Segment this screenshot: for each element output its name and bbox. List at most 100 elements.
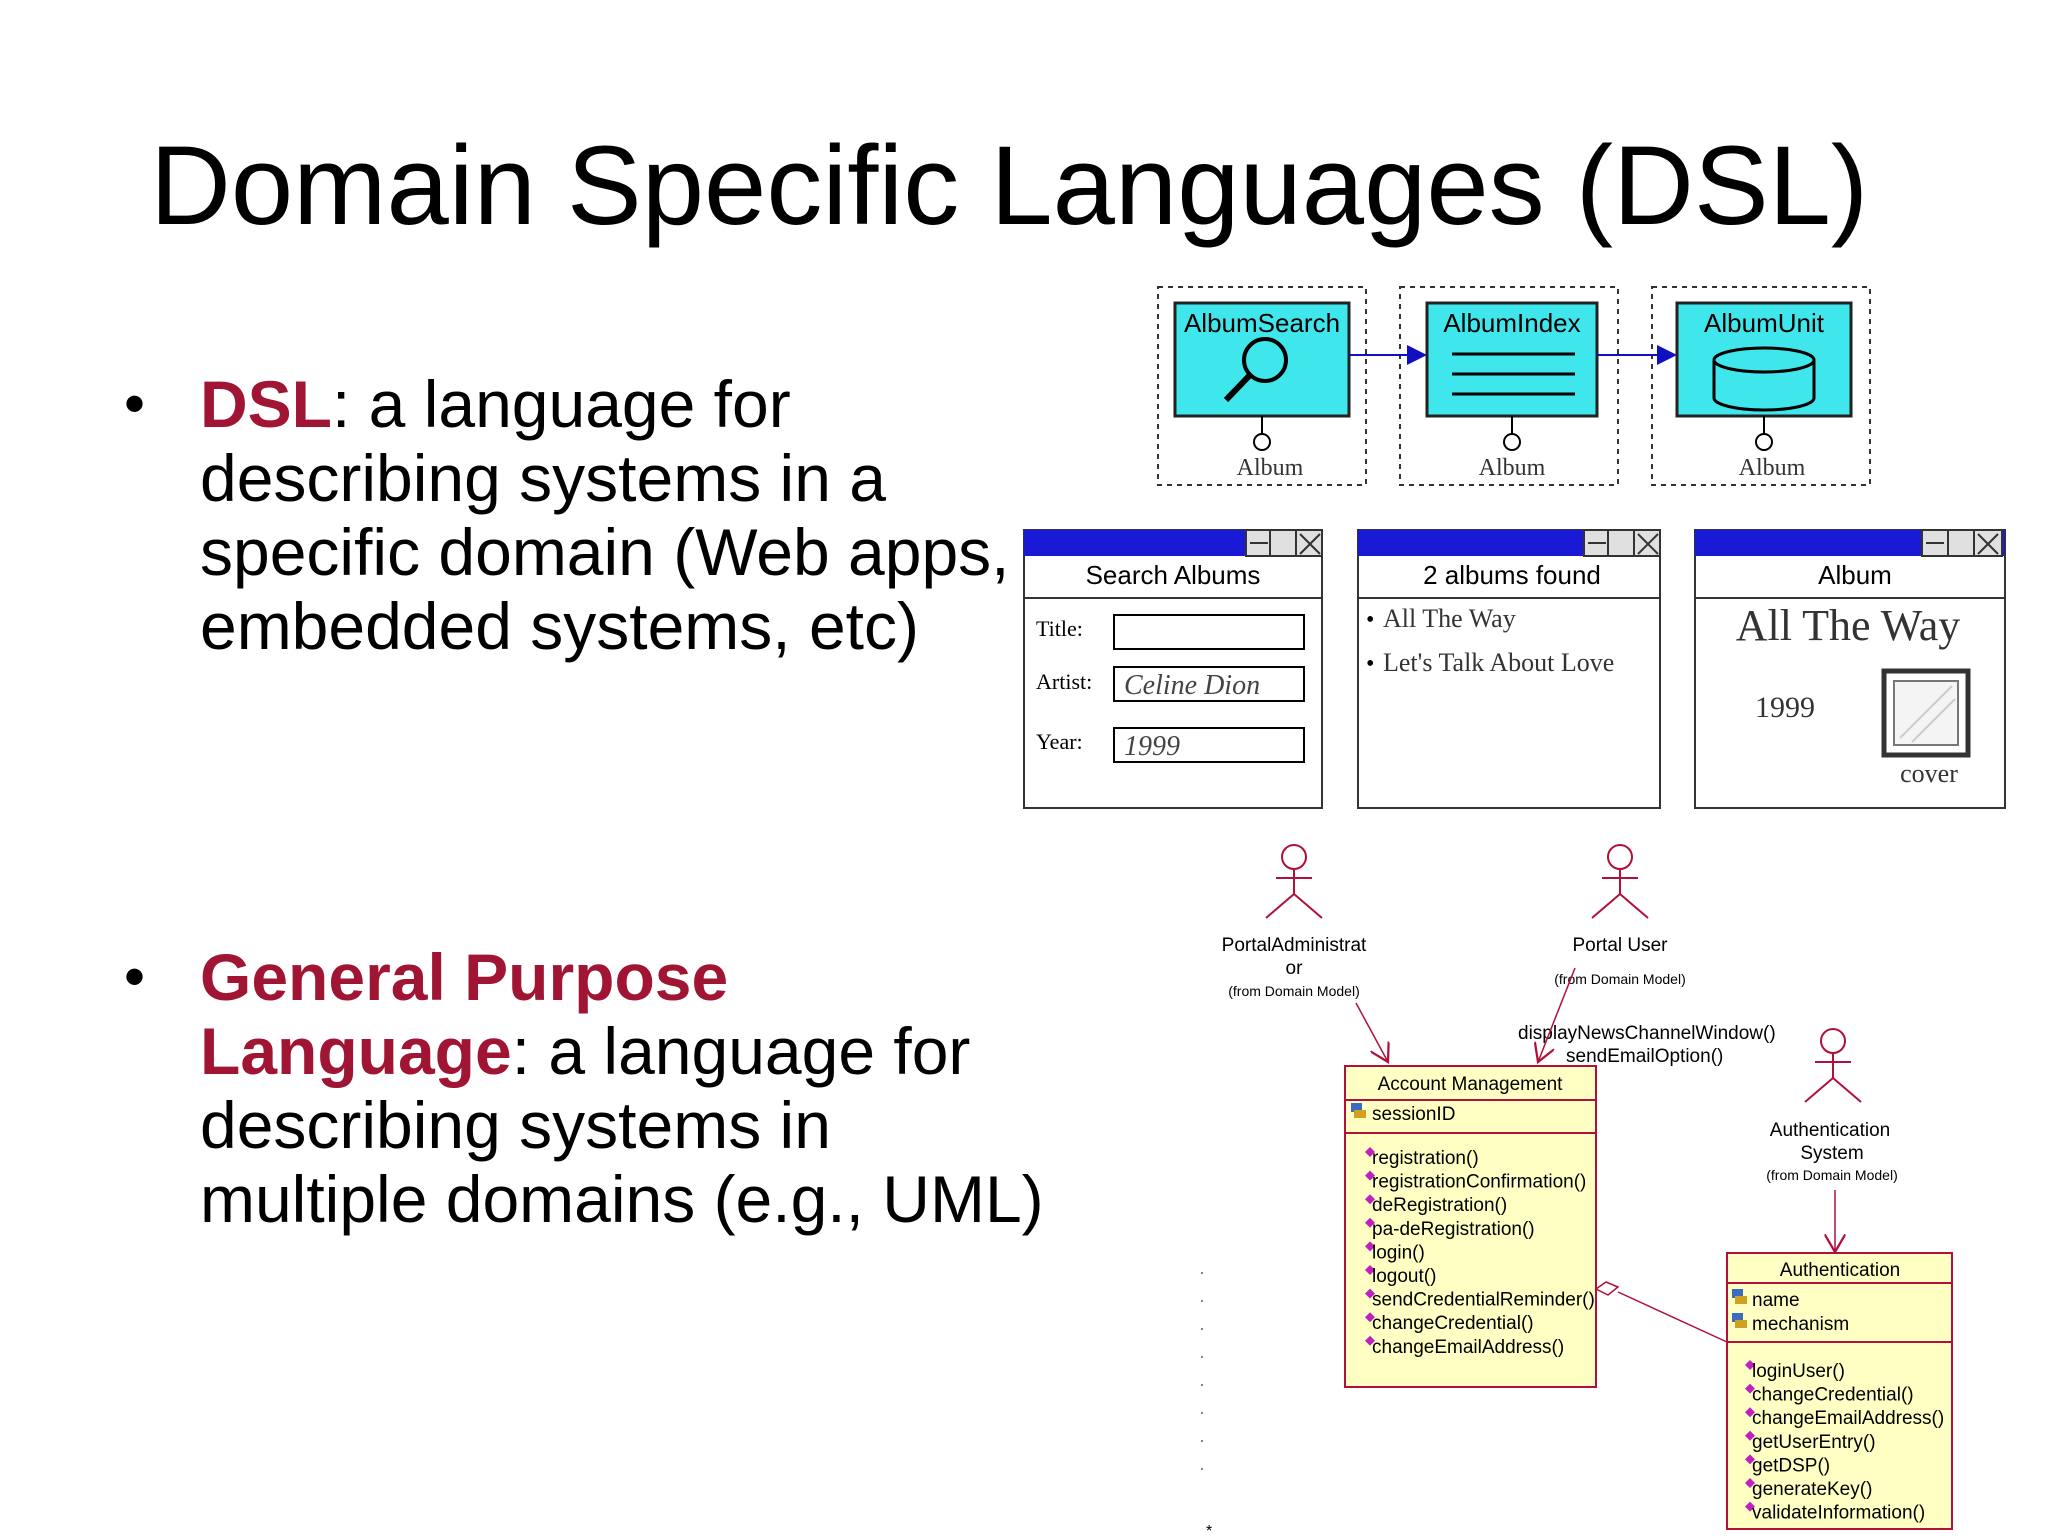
attribute-lock-icon xyxy=(1732,1313,1747,1328)
result-item: All The Way xyxy=(1383,604,1516,633)
operation-list: loginUser() changeCredential()changeEmail… xyxy=(1745,1360,1944,1524)
operation: deRegistration() xyxy=(1372,1195,1507,1216)
operation: loginUser() xyxy=(1752,1361,1845,1382)
operation: validateInformation() xyxy=(1752,1503,1925,1524)
window-album: Album All The Way 1999 cover xyxy=(1694,529,2006,809)
year-field xyxy=(1113,727,1305,763)
association-arrow xyxy=(1538,967,1576,1062)
webml-unit-albumsearch: AlbumSearch Album xyxy=(1157,286,1367,486)
bullet-dsl-text: DSL: a language for describing systems i… xyxy=(200,367,1060,663)
operation: changeCredential() xyxy=(1752,1385,1914,1406)
magnifier-icon xyxy=(1223,337,1288,403)
window-title: Search Albums xyxy=(1086,560,1261,590)
attribute: mechanism xyxy=(1752,1314,1849,1335)
term-dsl: DSL xyxy=(200,367,332,441)
cover-image-icon xyxy=(1881,668,1971,758)
operation: changeEmailAddress() xyxy=(1372,1337,1564,1358)
stick-figure-icon xyxy=(1591,844,1649,919)
stick-figure-icon xyxy=(1265,844,1323,919)
actor-name: Authentication xyxy=(1770,1120,1890,1141)
note-mark: * xyxy=(1206,1523,1212,1536)
artist-field xyxy=(1113,666,1305,702)
operation-icon xyxy=(1365,1312,1375,1323)
attribute-lock-icon xyxy=(1351,1103,1366,1118)
operation: getDSP() xyxy=(1752,1455,1830,1476)
result-bullet: • xyxy=(1366,651,1374,677)
term-gpl: General Purpose Language xyxy=(200,940,729,1088)
actor-portal-administrator: PortalAdministrat or (from Domain Model) xyxy=(1222,844,1367,999)
unit-name: AlbumSearch xyxy=(1184,308,1340,338)
message-label: displayNewsChannelWindow() xyxy=(1518,1023,1776,1044)
window-results: 2 albums found • All The Way • Let's Tal… xyxy=(1357,529,1661,809)
actor-authentication-system: Authentication System (from Domain Model… xyxy=(1766,1028,1898,1183)
operation-icon xyxy=(1745,1454,1755,1465)
database-icon xyxy=(1712,346,1816,412)
operation: logout() xyxy=(1372,1266,1436,1287)
operation-icon xyxy=(1745,1383,1755,1394)
slide-title: Domain Specific Languages (DSL) xyxy=(150,123,1869,248)
result-bullet: • xyxy=(1366,607,1374,633)
operation: pa-deRegistration() xyxy=(1372,1219,1535,1240)
aggregation-link xyxy=(1594,1281,1728,1343)
cover-label: cover xyxy=(1900,759,1958,788)
unit-entity: Album xyxy=(1237,455,1304,481)
window-controls-icon xyxy=(1921,529,2003,557)
actor-name: Portal User xyxy=(1572,935,1668,956)
bullet-gpl-definition: : a language for describing systems in m… xyxy=(200,1014,1044,1236)
artist-label: Artist: xyxy=(1036,669,1092,694)
attribute: name xyxy=(1752,1290,1800,1311)
class-account-management: Account Management sessionID registratio… xyxy=(1344,1065,1597,1388)
actor-name: System xyxy=(1800,1143,1863,1164)
operation-icon xyxy=(1365,1147,1375,1157)
operation: getUserEntry() xyxy=(1752,1432,1876,1453)
operation-icon xyxy=(1365,1170,1375,1181)
actor-from: (from Domain Model) xyxy=(1766,1167,1897,1183)
artist-value: Celine Dion xyxy=(1124,670,1260,701)
operation-icon xyxy=(1365,1241,1375,1252)
operation: login() xyxy=(1372,1242,1425,1263)
title-label: Title: xyxy=(1036,616,1083,641)
window-title: Album xyxy=(1818,560,1892,590)
list-icon xyxy=(1452,352,1575,396)
result-item: Let's Talk About Love xyxy=(1383,648,1614,677)
operation-icon xyxy=(1365,1217,1375,1228)
actor-name: PortalAdministrat xyxy=(1222,935,1367,956)
window-title: 2 albums found xyxy=(1423,560,1601,590)
window-controls-icon xyxy=(1245,529,1323,557)
class-name: Authentication xyxy=(1780,1260,1900,1281)
unit-name: AlbumIndex xyxy=(1443,308,1580,338)
operation-icon xyxy=(1365,1335,1375,1346)
operation-icon xyxy=(1365,1194,1375,1205)
bullet-dot: • xyxy=(124,943,146,1010)
operation: changeEmailAddress() xyxy=(1752,1408,1944,1429)
window-controls-icon xyxy=(1583,529,1661,557)
operation-icon xyxy=(1745,1430,1755,1441)
operation: registration() xyxy=(1372,1148,1479,1169)
bullet-dsl-definition: : a language for describing systems in a… xyxy=(200,367,1010,663)
unit-name: AlbumUnit xyxy=(1704,308,1825,338)
operation: sendCredentialReminder() xyxy=(1372,1290,1595,1311)
class-name: Account Management xyxy=(1378,1074,1564,1095)
operation: changeCredential() xyxy=(1372,1313,1534,1334)
unit-entity: Album xyxy=(1739,455,1806,481)
operation: registrationConfirmation() xyxy=(1372,1172,1586,1193)
message-label: sendEmailOption() xyxy=(1566,1046,1723,1067)
operation: generateKey() xyxy=(1752,1479,1872,1500)
actor-from: (from Domain Model) xyxy=(1554,971,1685,987)
album-title: All The Way xyxy=(1736,601,1961,650)
actor-name: or xyxy=(1286,958,1304,979)
year-value: 1999 xyxy=(1124,731,1180,762)
album-year: 1999 xyxy=(1755,691,1815,724)
actor-from: (from Domain Model) xyxy=(1228,983,1359,999)
operation-icon xyxy=(1745,1501,1755,1512)
webml-unit-albumunit: AlbumUnit Album xyxy=(1651,286,1871,486)
unit-entity: Album xyxy=(1479,455,1546,481)
operation-icon xyxy=(1745,1360,1755,1370)
webml-unit-albumindex: AlbumIndex Album xyxy=(1399,286,1619,486)
window-search-albums: Search Albums Title: Artist: Celine Dion… xyxy=(1023,529,1323,809)
actor-portal-user: Portal User (from Domain Model) xyxy=(1554,844,1686,987)
year-label: Year: xyxy=(1036,729,1083,754)
operation-icon xyxy=(1745,1407,1755,1418)
class-authentication: Authentication name mechanism loginUser(… xyxy=(1726,1252,1953,1530)
